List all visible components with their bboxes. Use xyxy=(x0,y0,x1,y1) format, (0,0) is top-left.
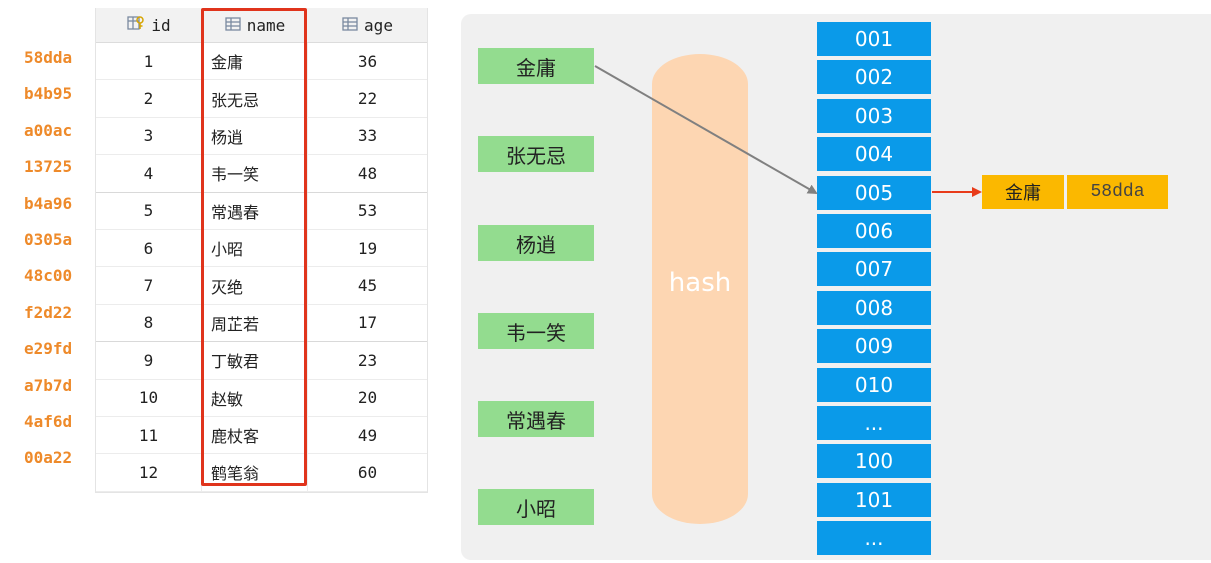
cell-age: 23 xyxy=(357,350,378,370)
row-address: 4af6d xyxy=(24,412,73,431)
column-header-label: name xyxy=(246,15,286,35)
bucket-slot: 006 xyxy=(817,214,931,248)
primary-key-column-icon xyxy=(127,15,145,35)
bucket-slot: 009 xyxy=(817,329,931,364)
bucket-slot: 004 xyxy=(817,137,931,172)
cell-age: 17 xyxy=(357,313,378,333)
column-icon xyxy=(342,16,358,35)
entry-value: 58dda xyxy=(1067,175,1168,209)
users-table: id name age xyxy=(95,8,428,493)
row-address: b4a96 xyxy=(24,193,73,213)
column-header-id[interactable]: id xyxy=(96,8,202,42)
row-address: 0305a xyxy=(24,230,73,249)
row-address: 00a22 xyxy=(24,448,73,468)
key-box: 韦一笑 xyxy=(478,313,594,349)
hash-function-band: hash xyxy=(652,54,748,524)
column-header-age[interactable]: age xyxy=(308,8,427,42)
bucket-slot: 007 xyxy=(817,252,931,287)
cell-name: 灭绝 xyxy=(202,267,308,304)
bucket-slot: 101 xyxy=(817,482,931,517)
cell-name: 鹿杖客 xyxy=(202,416,308,454)
hash-label: hash xyxy=(668,268,732,298)
bucket-slot: 005 xyxy=(817,175,931,210)
column-header-label: age xyxy=(364,15,393,35)
cell-age: 49 xyxy=(357,425,378,445)
cell-age: 33 xyxy=(357,126,378,146)
cell-name: 张无忌 xyxy=(202,80,308,117)
cell-name: 赵敏 xyxy=(202,379,308,416)
cell-name: 金庸 xyxy=(202,43,308,80)
cell-name: 常遇春 xyxy=(202,192,308,229)
cell-name: 鹤笔翁 xyxy=(202,454,308,491)
row-address: e29fd xyxy=(24,339,73,359)
row-address: a00ac xyxy=(24,120,73,140)
bucket-slot: 003 xyxy=(817,98,931,133)
cell-age: 45 xyxy=(357,276,378,296)
bucket-slot: 001 xyxy=(817,22,931,56)
row-address: b4b95 xyxy=(24,84,73,104)
cell-age: 53 xyxy=(357,201,378,221)
cell-age: 22 xyxy=(357,89,378,109)
row-address: 58dda xyxy=(24,48,73,67)
hash-arrow xyxy=(594,65,818,194)
bucket-slot: ... xyxy=(817,406,931,440)
key-box: 金庸 xyxy=(478,48,594,84)
key-box: 杨逍 xyxy=(478,225,594,261)
cell-name: 周芷若 xyxy=(202,304,308,342)
cell-age: 19 xyxy=(357,238,378,258)
row-address: 48c00 xyxy=(24,266,73,286)
key-box: 小昭 xyxy=(478,489,594,525)
cell-age: 48 xyxy=(357,163,378,183)
table-header: id name age xyxy=(96,8,427,43)
row-address: a7b7d xyxy=(24,375,73,395)
cell-name: 韦一笑 xyxy=(202,155,308,192)
cell-age: 60 xyxy=(357,462,378,482)
cell-age: 20 xyxy=(357,388,378,408)
cell-name: 杨逍 xyxy=(202,117,308,155)
key-box: 常遇春 xyxy=(478,401,594,437)
entry-key: 金庸 xyxy=(982,175,1064,209)
cell-age: 36 xyxy=(357,51,378,71)
bucket-slot: 010 xyxy=(817,367,931,402)
cell-name: 丁敏君 xyxy=(202,342,308,379)
cell-name: 小昭 xyxy=(202,229,308,267)
bucket-slot: 008 xyxy=(817,290,931,325)
column-header-name[interactable]: name xyxy=(202,8,308,42)
key-box: 张无忌 xyxy=(478,136,594,172)
column-icon xyxy=(225,16,241,35)
column-header-label: id xyxy=(151,15,171,35)
bucket-slot: ... xyxy=(817,521,931,556)
row-address: f2d22 xyxy=(24,302,73,322)
row-address: 13725 xyxy=(24,157,73,177)
bucket-slot: 100 xyxy=(817,444,931,479)
bucket-slot: 002 xyxy=(817,60,931,95)
